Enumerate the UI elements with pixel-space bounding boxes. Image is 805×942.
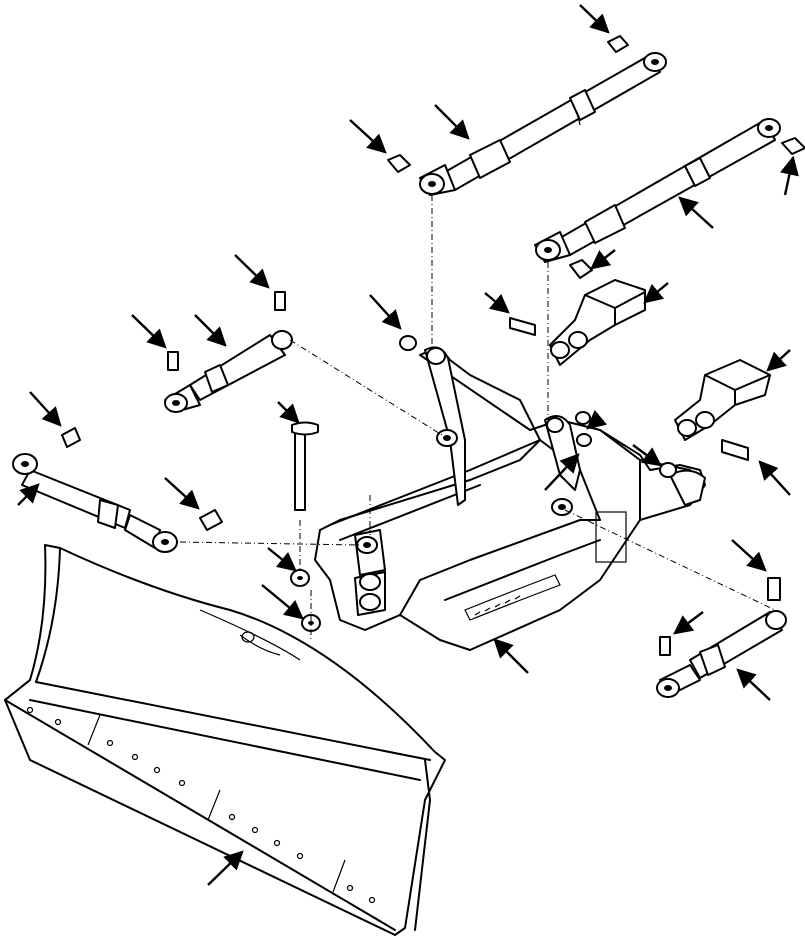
callout-arrow [643, 282, 669, 304]
callout-arrow [579, 4, 610, 34]
front-trunnion-lugs [354, 529, 386, 616]
pin-mid-left-top [274, 291, 286, 311]
callout-arrow [194, 314, 227, 347]
assembly-centerlines [179, 195, 776, 640]
pin-lower-right-top [767, 577, 781, 601]
washer-upper-left [399, 335, 417, 351]
blade-bolt-holes [26, 706, 376, 904]
callout-arrow [434, 104, 470, 140]
callout-arrow [349, 119, 387, 154]
tilt-cylinder-mid-left [164, 330, 293, 413]
callout-arrow [678, 196, 714, 229]
callout-arrow [632, 444, 662, 467]
callout-arrow [673, 611, 704, 635]
pin-upper-left-top [607, 35, 629, 53]
dozer-blade [4, 544, 446, 936]
callout-arrow [590, 249, 616, 270]
mounting-bracket-upper [549, 279, 646, 366]
callout-arrow [267, 547, 297, 572]
long-pivot-pin [291, 421, 319, 511]
callout-arrow [234, 254, 270, 289]
pin-bracket-upper [509, 317, 536, 336]
callout-arrow [780, 155, 799, 196]
callout-arrow [261, 584, 304, 620]
callout-arrow [277, 401, 300, 424]
tilt-cylinder-far-left [12, 453, 178, 553]
mounting-bracket-lower [674, 359, 771, 441]
callout-arrow [493, 638, 529, 674]
lift-cylinder-lower-right [656, 610, 787, 698]
callout-arrow [736, 668, 771, 701]
pin-upper-right-end [781, 137, 805, 155]
callout-arrow [758, 460, 791, 496]
pin-far-left-top [61, 427, 81, 448]
pin-lower-right-rod [659, 636, 671, 656]
callout-arrow [544, 453, 580, 491]
lift-cylinder-upper-right [534, 118, 781, 263]
callout-arrow [586, 409, 608, 430]
callout-arrow [369, 294, 402, 330]
pin-mid-left-rod [167, 351, 179, 371]
callout-arrow [164, 477, 200, 510]
pin-bracket-lower [721, 439, 749, 461]
callout-arrow [17, 483, 40, 506]
callout-arrow [766, 349, 791, 372]
pin-upper-left-bottom [387, 154, 411, 173]
callout-arrow [29, 391, 62, 427]
callout-arrows [17, 4, 799, 886]
lift-cylinder-upper-left [419, 52, 667, 196]
washer-mid-1 [575, 411, 591, 425]
washer-right [659, 462, 677, 478]
callout-arrow [731, 539, 767, 572]
washer-mid-2 [576, 433, 592, 447]
pin-upper-right-rod [569, 259, 593, 279]
callout-arrow [131, 314, 167, 349]
blade-push-frame [314, 346, 706, 651]
callout-arrow [484, 292, 510, 314]
pin-far-left-bottom [199, 509, 223, 531]
callout-arrow [207, 850, 244, 886]
